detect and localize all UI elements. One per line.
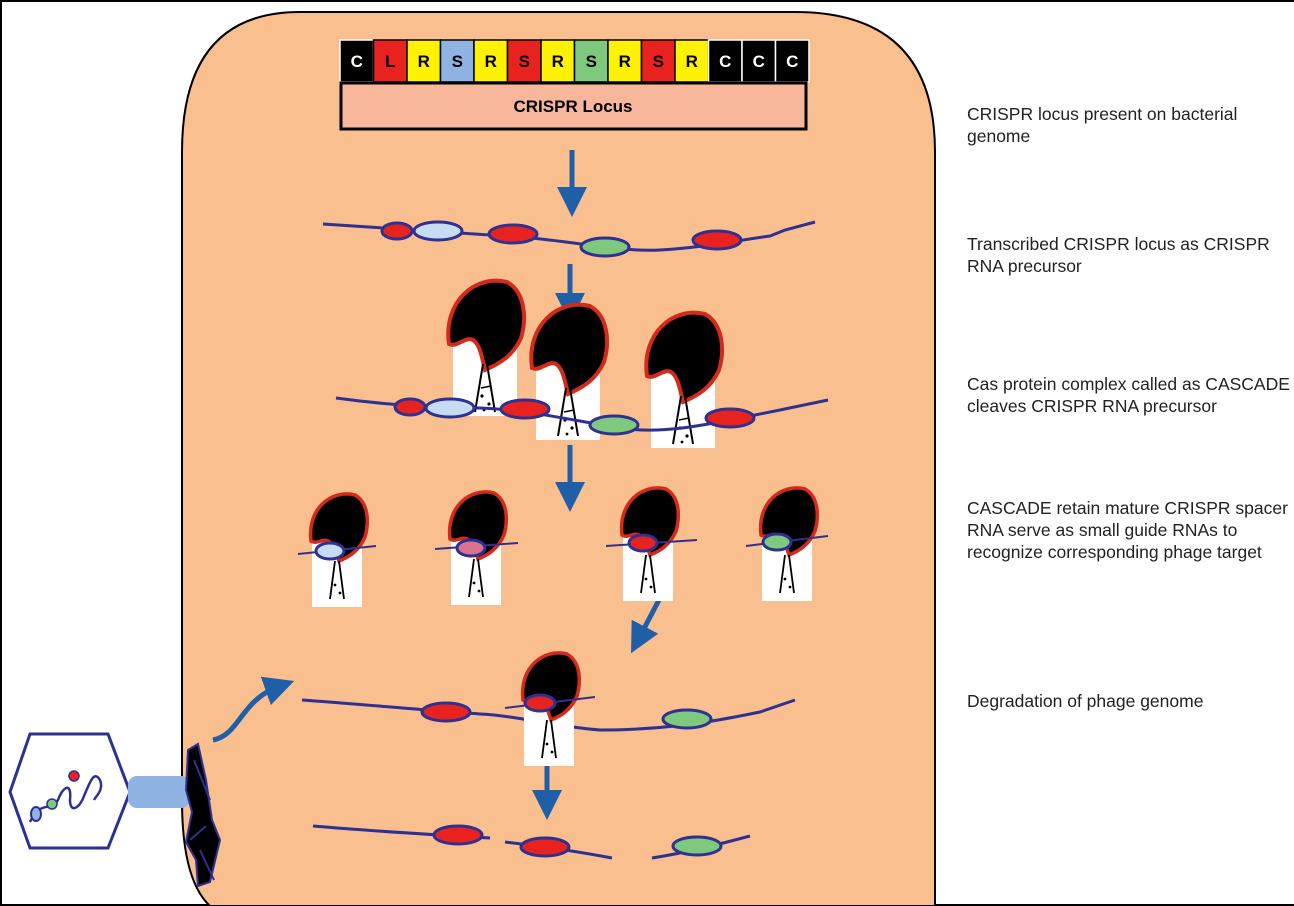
locus-segment-letter: S [519, 52, 530, 71]
locus-segment-letter: C [351, 52, 363, 71]
bacterial-cell [182, 12, 935, 906]
locus-segment-letter: R [485, 52, 497, 71]
locus-segment-letter: R [619, 52, 631, 71]
locus-segment-letter: C [786, 52, 798, 71]
locus-segment-letter: S [452, 52, 463, 71]
locus-segment-letter: R [418, 52, 430, 71]
locus-segment-letter: S [653, 52, 664, 71]
locus-segment-letter: R [686, 52, 698, 71]
step-2-label: Transcribed CRISPR locus as CRISPR RNA p… [967, 233, 1292, 277]
step-4-label: CASCADE retain mature CRISPR spacer RNA … [967, 497, 1292, 563]
locus-segment-letter: C [719, 52, 731, 71]
locus-segment-letter: L [385, 52, 395, 71]
step-3-label: Cas protein complex called as CASCADE cl… [967, 373, 1292, 417]
locus-segment-letter: R [552, 52, 564, 71]
locus-segment-letter: S [586, 52, 597, 71]
step-5-label: Degradation of phage genome [967, 690, 1292, 712]
crispr-locus-title: CRISPR Locus [513, 97, 632, 116]
locus-segment-letter: C [753, 52, 765, 71]
step-1-label: CRISPR locus present on bacterial genome [967, 103, 1292, 147]
cas-complex-icon [448, 281, 524, 416]
